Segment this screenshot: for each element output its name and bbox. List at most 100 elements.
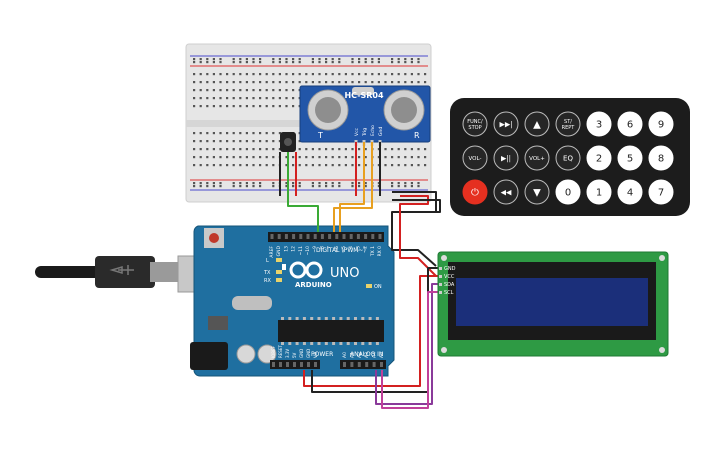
arduino-uno-board bbox=[190, 225, 395, 377]
sensor-pin-label: Trig bbox=[362, 128, 368, 137]
digital-pin-label: 2 bbox=[363, 246, 369, 249]
remote-key-label: ▲ bbox=[533, 119, 541, 130]
remote-key[interactable] bbox=[648, 179, 674, 205]
remote-key[interactable] bbox=[586, 145, 612, 171]
remote-key[interactable] bbox=[555, 111, 581, 137]
arduino-infinity-icon bbox=[289, 261, 323, 279]
remote-key[interactable] bbox=[617, 111, 643, 137]
wires bbox=[279, 142, 441, 409]
lcd-pin-label: GND bbox=[444, 266, 456, 272]
remote-key[interactable] bbox=[648, 111, 674, 137]
digital-pin-label: TX 1 bbox=[370, 246, 376, 257]
remote-key[interactable] bbox=[493, 179, 519, 205]
led-tx-label: TX bbox=[263, 270, 271, 276]
sensor-r-mark: R bbox=[414, 131, 420, 140]
remote-key[interactable] bbox=[617, 145, 643, 171]
analog-pin-label: A2 bbox=[357, 352, 363, 358]
remote-key[interactable] bbox=[462, 179, 488, 205]
power-pin-label: GND bbox=[299, 349, 304, 358]
power-pin-label: 5V bbox=[292, 352, 297, 358]
lcd-pin-label: VCC bbox=[444, 274, 455, 280]
analog-header bbox=[340, 360, 386, 369]
remote-key[interactable] bbox=[524, 111, 550, 137]
remote-key[interactable] bbox=[493, 145, 519, 171]
remote-key-label: EQ bbox=[563, 154, 573, 162]
arduino-model: UNO bbox=[330, 266, 359, 281]
remote-key[interactable] bbox=[586, 179, 612, 205]
analog-pin-label: A4 bbox=[372, 352, 378, 358]
digital-header bbox=[268, 232, 384, 242]
sensor-pin-label: Vcc bbox=[354, 127, 360, 136]
remote-key[interactable] bbox=[462, 145, 488, 171]
digital-pin-label: RX 0 bbox=[377, 246, 383, 257]
atmega-chip bbox=[278, 320, 384, 342]
remote-key-label: VOL- bbox=[469, 156, 482, 162]
remote-key-label: ⏻ bbox=[471, 187, 479, 198]
digital-pin-label: ~9 bbox=[312, 246, 318, 253]
sensor-pin-label: Echo bbox=[370, 125, 376, 136]
analog-pin-label: A3 bbox=[364, 352, 370, 358]
remote-key[interactable] bbox=[555, 145, 581, 171]
lcd-pin-label: SCL bbox=[444, 290, 454, 296]
on-label: ON bbox=[374, 284, 382, 290]
remote-key-label: 4 bbox=[627, 187, 633, 198]
digital-pin-label: ~5 bbox=[341, 246, 347, 253]
arduino-brand: ARDUINO bbox=[295, 281, 332, 289]
remote-key[interactable] bbox=[524, 145, 550, 171]
digital-pin-label: 8 bbox=[319, 246, 325, 249]
power-pin-label: 3.3V bbox=[285, 349, 290, 358]
remote-key[interactable] bbox=[586, 111, 612, 137]
digital-label: DIGITAL (PWM~) bbox=[316, 247, 366, 254]
lcd-pin-label: SDA bbox=[444, 282, 455, 288]
digital-pin-label: ~3 bbox=[355, 246, 361, 253]
lcd-screen bbox=[456, 278, 648, 326]
remote-key-label: VOL+ bbox=[529, 156, 545, 162]
digital-pin-label: 13 bbox=[283, 246, 289, 252]
power-pin-label: Vin bbox=[313, 351, 318, 358]
remote-key-label: 2 bbox=[596, 153, 602, 164]
analog-pin-label: A5 bbox=[379, 352, 385, 358]
digital-pin-label: 12 bbox=[291, 246, 297, 252]
analog-pin-label: A0 bbox=[342, 352, 348, 358]
usb-cable bbox=[35, 255, 205, 293]
remote-key-label: FUNC/ bbox=[467, 119, 483, 125]
analog-pin-label: A1 bbox=[349, 352, 355, 358]
remote-key-label: ▼ bbox=[533, 187, 541, 198]
remote-key-label: 9 bbox=[658, 119, 664, 130]
remote-key[interactable] bbox=[524, 179, 550, 205]
sensor-t-mark: T bbox=[317, 131, 323, 140]
digital-pin-label: ~6 bbox=[334, 246, 340, 253]
digital-pin-label: AREF bbox=[269, 246, 275, 258]
power-label: POWER bbox=[311, 351, 333, 358]
power-pin-label: IOREF bbox=[271, 345, 276, 358]
remote-key[interactable] bbox=[493, 111, 519, 137]
remote-key-label: 6 bbox=[627, 119, 633, 130]
remote-key-label: 1 bbox=[596, 187, 602, 198]
dc-power-jack bbox=[190, 342, 228, 370]
led-l-label: L bbox=[266, 258, 269, 264]
ir-receiver bbox=[280, 132, 296, 152]
power-pin-label: GND bbox=[306, 349, 311, 358]
sensor-pin-label: Gnd bbox=[378, 127, 384, 136]
remote-key-label: 0 bbox=[565, 187, 571, 198]
remote-key-label: 8 bbox=[658, 153, 664, 164]
remote-key[interactable] bbox=[648, 145, 674, 171]
remote-key[interactable] bbox=[462, 111, 488, 137]
remote-key-label: 5 bbox=[627, 153, 633, 164]
remote-key-label: ▶|| bbox=[501, 154, 511, 162]
remote-key[interactable] bbox=[555, 179, 581, 205]
digital-pin-label: ~11 bbox=[298, 246, 304, 256]
analog-label: ANALOG IN bbox=[350, 351, 383, 358]
digital-pin-label: GND bbox=[276, 245, 282, 256]
led-rx-label: RX bbox=[264, 278, 271, 284]
remote-key-label: 3 bbox=[596, 119, 602, 130]
remote-key[interactable] bbox=[617, 179, 643, 205]
lcd-i2c-display bbox=[437, 251, 669, 357]
remote-key-label: ◀◀ bbox=[501, 188, 512, 196]
remote-key-label: STOP bbox=[468, 125, 481, 131]
power-pin-label: RESET bbox=[278, 345, 283, 358]
remote-key-label: ST/ bbox=[564, 119, 572, 125]
